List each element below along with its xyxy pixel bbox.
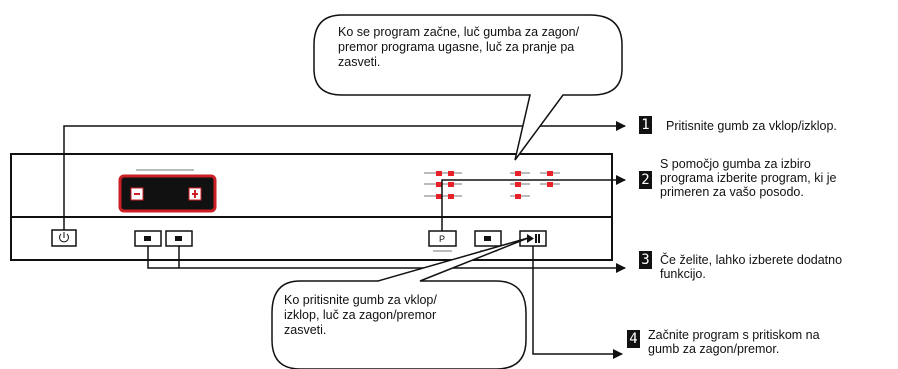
display-area (118, 169, 217, 213)
program-button-label: P (439, 234, 445, 244)
callout-bottom-line-2: izklop, luč za zagon/premor (284, 308, 437, 322)
callout-bottom-line-1: Ko pritisnite gumb za vklop/ (284, 293, 437, 307)
step-2-line-2: programa izberite program, ki je (660, 171, 837, 185)
control-panel (10, 153, 613, 261)
callout-top-line-3: zasveti. (338, 55, 381, 69)
step-2-line-3: primeren za vašo posodo. (660, 185, 804, 199)
start-pause-button[interactable] (519, 230, 547, 247)
callout-top-line-2: premor programa ugasne, luč za pranje pa (338, 40, 575, 54)
step-3-line-1: Če želite, lahko izberete dodatno (660, 253, 843, 267)
callout-bubble-top (313, 14, 623, 161)
step-4-line-1: Začnite program s pritiskom na (648, 328, 820, 342)
option-button-1[interactable] (134, 230, 162, 247)
play-pause-icon (527, 234, 540, 243)
indicator-lights (424, 171, 560, 199)
step-1-badge: 1 (639, 116, 652, 134)
power-icon (59, 232, 69, 243)
callout-top-line-1: Ko se program začne, luč gumba za zagon/ (338, 25, 580, 39)
power-button[interactable] (51, 229, 77, 247)
option-button-2[interactable] (165, 230, 193, 247)
step-2-line-1: S pomočjo gumba za izbiro (660, 157, 811, 171)
callout-bottom-line-3: zasveti. (284, 323, 327, 337)
connector-lines (63, 121, 626, 359)
step-3-badge: 3 (639, 251, 652, 269)
step-2-badge: 2 (639, 171, 652, 189)
step-3-line-2: funkcijo. (660, 267, 706, 281)
step-4-badge: 4 (627, 330, 640, 348)
step-1-line-1: Pritisnite gumb za vklop/izklop. (666, 119, 837, 133)
step-4-line-2: gumb za zagon/premor. (648, 342, 780, 356)
